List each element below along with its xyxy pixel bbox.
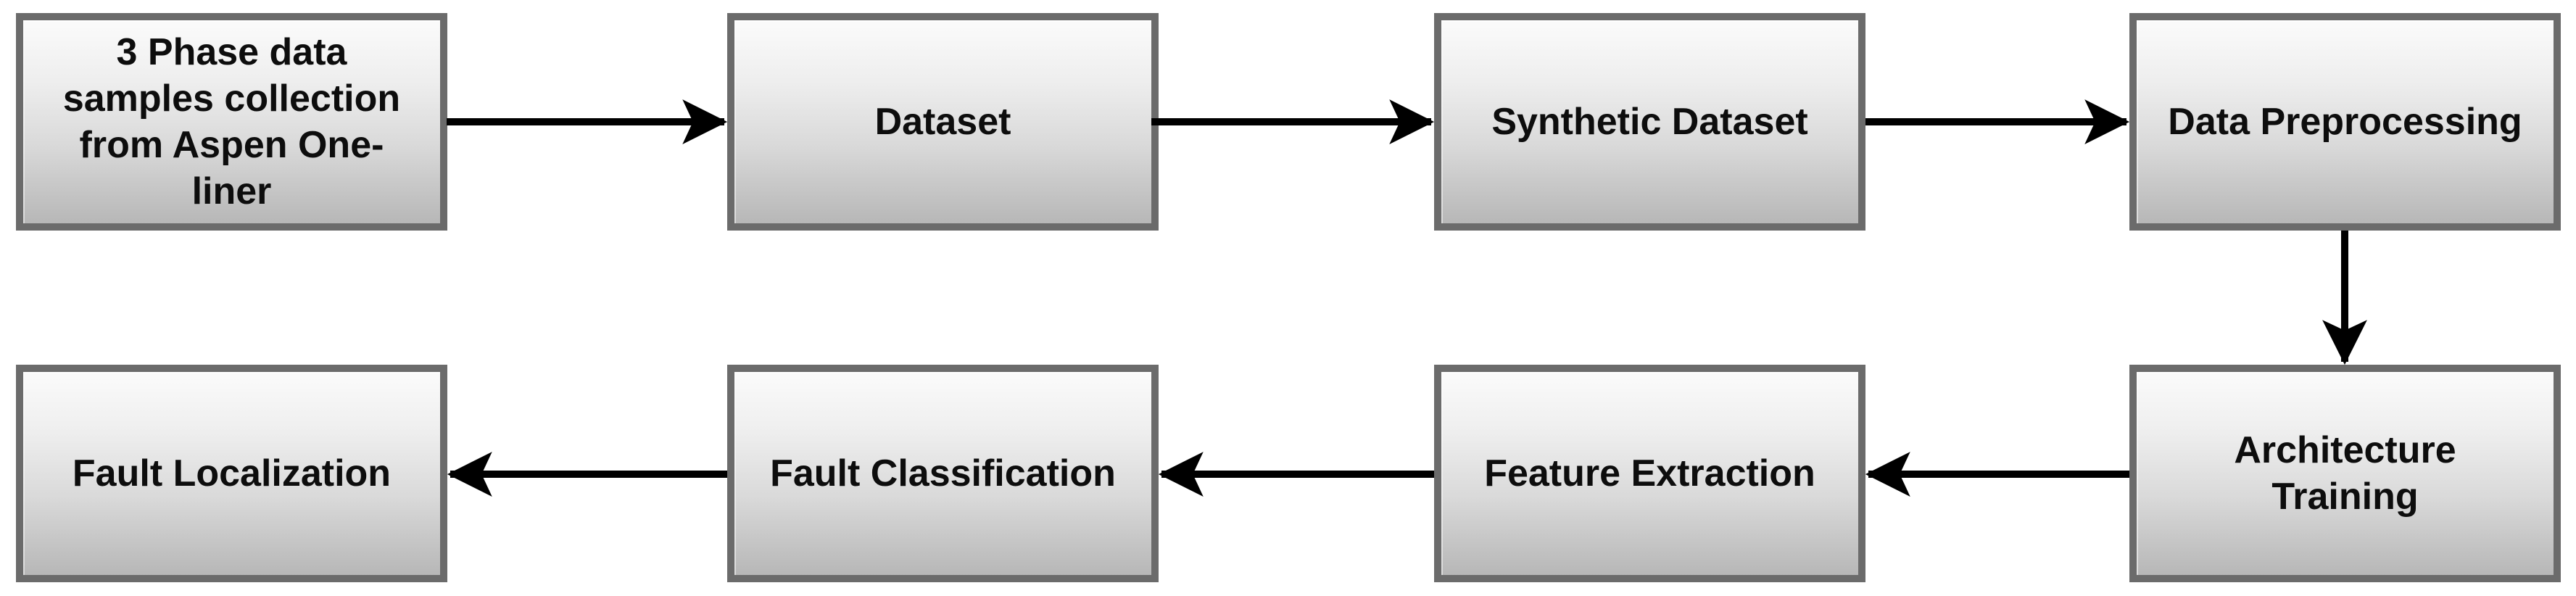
node-fault-localization: Fault Localization xyxy=(16,365,447,582)
node-fault-classification: Fault Classification xyxy=(727,365,1159,582)
node-data-preprocessing: Data Preprocessing xyxy=(2129,13,2561,231)
node-dataset: Dataset xyxy=(727,13,1159,231)
node-synthetic-dataset: Synthetic Dataset xyxy=(1434,13,1865,231)
node-feature-extraction: Feature Extraction xyxy=(1434,365,1865,582)
node-architecture-training: Architecture Training xyxy=(2129,365,2561,582)
node-collection: 3 Phase data samples collection from Asp… xyxy=(16,13,447,231)
